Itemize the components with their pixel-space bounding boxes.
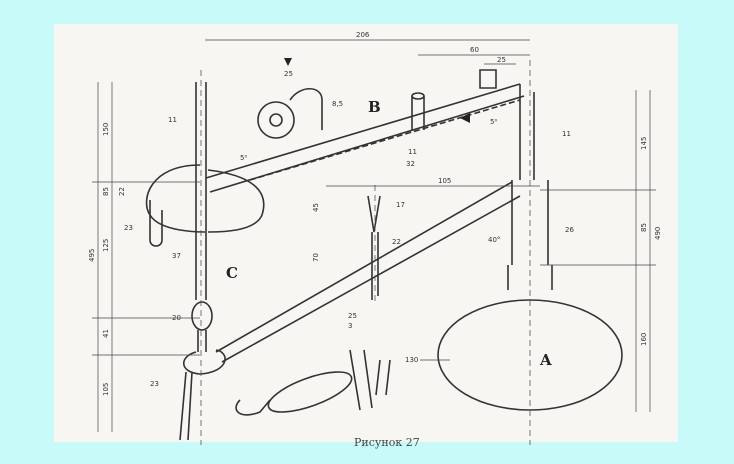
lower-diagonal-b: [221, 195, 521, 363]
dim-41: 41: [102, 329, 110, 338]
side-outlet: [149, 200, 163, 247]
right-column-wide: [511, 180, 549, 265]
dim-20: 20: [172, 314, 181, 322]
dim-85-right: 85: [640, 223, 648, 232]
lower-junction: [182, 349, 226, 375]
dim-11-right: 11: [562, 130, 571, 138]
top-diagonal-tube-c: [249, 99, 521, 181]
lower-diagonal-a: [215, 181, 513, 353]
dim-145: 145: [640, 137, 648, 150]
dim-150: 150: [102, 123, 110, 136]
dim-26: 26: [565, 226, 574, 234]
lower-outlet: [179, 371, 193, 441]
dim-5-left: 5⁰: [240, 154, 247, 162]
small-bulb: [191, 301, 213, 331]
detached-tube-a: [349, 349, 373, 411]
dim-23-bottom: 23: [150, 380, 159, 388]
cup-tube: [367, 195, 381, 300]
right-column-tube: [519, 84, 535, 180]
right-neck: [507, 265, 553, 290]
b-tube-cap: [411, 92, 425, 100]
dim-60: 60: [470, 46, 479, 54]
b-disk: [257, 101, 295, 139]
dim-22-left: 22: [118, 187, 126, 196]
top-diagonal-tube-b: [209, 95, 525, 193]
dim-495: 495: [88, 249, 96, 262]
left-column-tube: [195, 82, 207, 300]
label-a: A: [539, 351, 552, 369]
dim-8-5: 8,5: [332, 100, 343, 108]
dim-3: 3: [348, 322, 352, 330]
dim-70: 70: [312, 253, 320, 262]
detached-stopper: [235, 399, 271, 416]
dim-32: 32: [406, 160, 415, 168]
figure-caption: Рисунок 27: [354, 436, 420, 449]
b-disk-inner: [269, 113, 283, 127]
dim-105-left: 105: [102, 383, 110, 396]
dim-17: 17: [396, 201, 405, 209]
dim-125: 125: [102, 239, 110, 252]
dim-25-top: 25: [497, 56, 506, 64]
top-diagonal-tube-a: [205, 83, 521, 179]
b-tube: [411, 96, 425, 130]
detached-cylinder: [267, 371, 353, 413]
dim-45: 45: [312, 203, 320, 212]
top-cap: [479, 69, 497, 89]
arrow-left-b: [460, 113, 470, 123]
dim-11-left: 11: [168, 116, 177, 124]
detached-tube-b: [375, 359, 391, 396]
b-hook: [289, 87, 323, 130]
diagram-paper: [54, 24, 678, 442]
dim-160: 160: [640, 333, 648, 346]
dim-25-lower: 25: [348, 312, 357, 320]
dim-22: 22: [392, 238, 401, 246]
dim-37: 37: [172, 252, 181, 260]
dim-25-cap: 25: [284, 70, 293, 78]
dim-11-mid: 11: [408, 148, 417, 156]
left-column-tube-lower: [197, 330, 207, 352]
dim-206: 206: [356, 31, 370, 39]
dim-130: 130: [405, 356, 418, 364]
dim-105: 105: [438, 177, 451, 185]
dim-85-left: 85: [102, 187, 110, 196]
dim-23-side: 23: [124, 224, 133, 232]
label-b: B: [368, 98, 381, 116]
arrow-down-b: [284, 58, 292, 66]
label-c: C: [226, 264, 238, 282]
left-vessel-inner: [207, 169, 265, 233]
dim-5-right: 5⁰: [490, 118, 497, 126]
dim-490: 490: [654, 227, 662, 240]
dim-40deg: 40°: [488, 236, 500, 244]
